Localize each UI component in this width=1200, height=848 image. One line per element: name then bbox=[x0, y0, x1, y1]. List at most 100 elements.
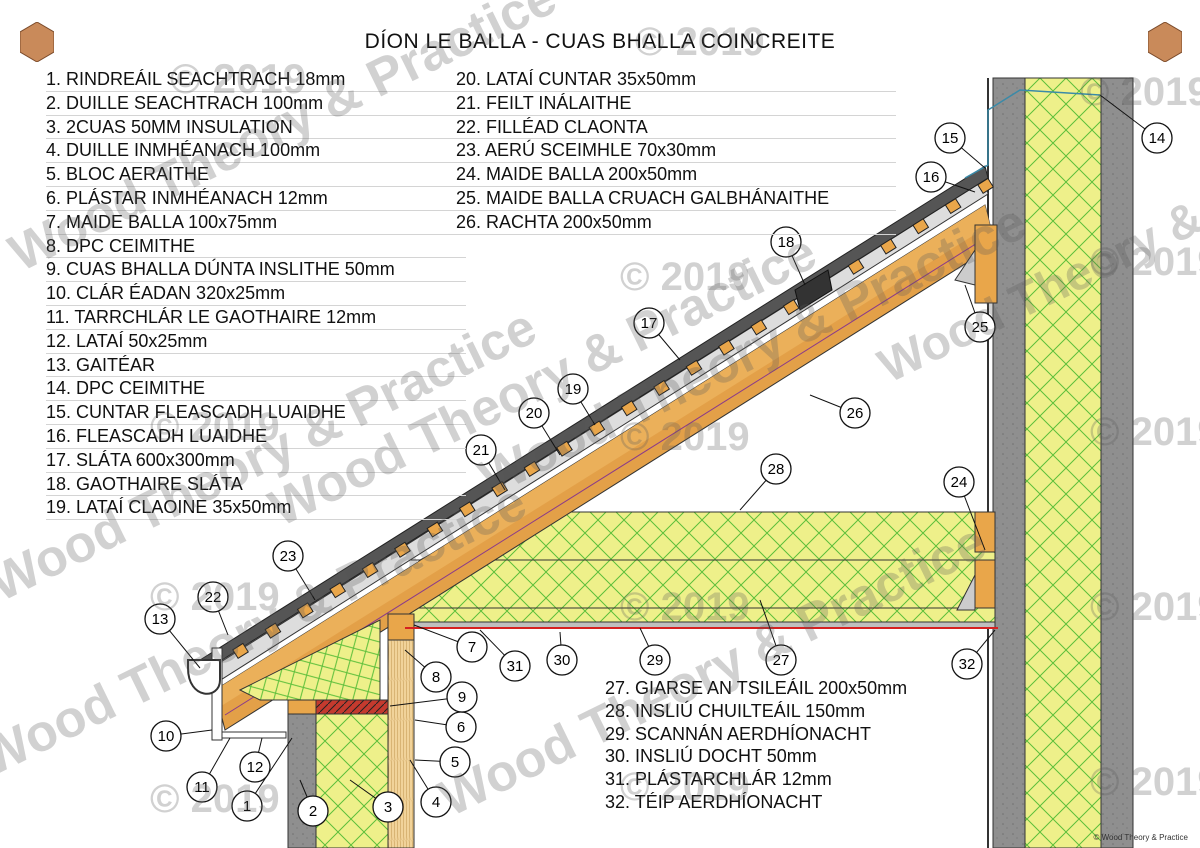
legend-item: 31. PLÁSTARCHLÁR 12mm bbox=[605, 769, 832, 790]
legend-item: 32. TÉIP AERDHÍONACHT bbox=[605, 791, 823, 812]
masonry-wall-right bbox=[987, 77, 1134, 848]
legend-item: 9. CUAS BHALLA DÚNTA INSLITHE 50mm bbox=[46, 258, 466, 283]
callout-number: 24 bbox=[951, 474, 968, 491]
callout-circle bbox=[546, 644, 578, 676]
callout-number: 32 bbox=[959, 656, 976, 673]
callout-circle bbox=[1141, 122, 1173, 154]
callout-circle bbox=[465, 434, 497, 466]
callout-circle bbox=[456, 631, 488, 663]
batten bbox=[361, 561, 379, 579]
callout-circle bbox=[272, 540, 304, 572]
slate-vent bbox=[794, 269, 833, 311]
callout-number: 18 bbox=[778, 234, 795, 251]
callout-circle bbox=[439, 746, 471, 778]
batten bbox=[977, 177, 994, 194]
callout-number: 9 bbox=[458, 689, 466, 706]
callout-circle bbox=[144, 603, 176, 635]
batten bbox=[394, 541, 411, 558]
callout-circle bbox=[951, 648, 983, 680]
batten bbox=[232, 642, 249, 659]
batten bbox=[879, 238, 897, 255]
batten bbox=[782, 299, 800, 316]
batten bbox=[296, 602, 314, 619]
callout-circle bbox=[934, 122, 966, 154]
callout-circle bbox=[915, 161, 947, 193]
callout-circle bbox=[518, 397, 550, 429]
callout-number: 15 bbox=[942, 130, 959, 147]
batten bbox=[685, 359, 703, 376]
callout-number: 31 bbox=[507, 658, 524, 675]
callout-number: 22 bbox=[205, 589, 222, 606]
batten bbox=[556, 440, 573, 457]
legend-item: 25. MAIDE BALLA CRUACH GALBHÁNAITHE bbox=[456, 187, 896, 211]
callout-circle bbox=[760, 453, 792, 485]
callout-number: 7 bbox=[468, 639, 476, 656]
fascia-gutter bbox=[187, 647, 287, 741]
callout-number: 20 bbox=[526, 405, 543, 422]
callout-circle bbox=[765, 644, 797, 676]
callout-circle bbox=[197, 581, 229, 613]
callout-circle bbox=[639, 644, 671, 676]
callout-number: 4 bbox=[432, 794, 440, 811]
callout-circle bbox=[557, 373, 589, 405]
legend-item: 20. LATAÍ CUNTAR 35x50mm bbox=[456, 68, 896, 92]
batten bbox=[426, 521, 444, 538]
legend-item: 2. DUILLE SEACHTRACH 100mm bbox=[46, 92, 466, 116]
callout-number: 1 bbox=[243, 798, 251, 815]
legend-item: 7. MAIDE BALLA 100x75mm bbox=[46, 211, 466, 235]
legend-item: 27. GIARSE AN TSILEÁIL 200x50mm bbox=[605, 678, 908, 698]
batten bbox=[912, 218, 930, 235]
callout-number: 16 bbox=[923, 169, 940, 186]
legend-item: 23. AERÚ SCEIMHLE 70x30mm bbox=[456, 139, 896, 164]
legend-item: 17. SLÁTA 600x300mm bbox=[46, 449, 466, 473]
legend-item: 3. 2CUAS 50MM INSULATION bbox=[46, 116, 466, 140]
callout-circle bbox=[420, 786, 452, 818]
callout-number: 25 bbox=[972, 319, 989, 336]
brand-logo-left bbox=[19, 21, 55, 63]
callout-number: 29 bbox=[647, 652, 664, 669]
copyright-note: © Wood Theory & Practice bbox=[1093, 833, 1188, 842]
legend-item: 1. RINDREÁIL SEACHTRACH 18mm bbox=[46, 68, 466, 92]
callout-number: 2 bbox=[309, 803, 317, 820]
lead-flashing bbox=[964, 89, 1101, 179]
callout-circle bbox=[943, 466, 975, 498]
callout-circle bbox=[499, 650, 531, 682]
callout-circle bbox=[297, 795, 329, 827]
batten bbox=[458, 501, 476, 518]
callout-circle bbox=[372, 791, 404, 823]
legend-item: 10. CLÁR ÉADAN 320x25mm bbox=[46, 282, 466, 306]
legend-item: 4. DUILLE INMHÉANACH 100mm bbox=[46, 139, 466, 164]
legend-item: 22. FILLÉAD CLAONTA bbox=[456, 116, 896, 140]
legend-item: 15. CUNTAR FLEASCADH LUAIDHE bbox=[46, 401, 466, 425]
callout-circle bbox=[239, 751, 271, 783]
legend-item: 12. LATAÍ 50x25mm bbox=[46, 330, 466, 354]
legend-item: 11. TARRCHLÁR LE GAOTHAIRE 12mm bbox=[46, 306, 466, 330]
batten bbox=[264, 622, 282, 639]
callout-number: 3 bbox=[384, 799, 392, 816]
batten bbox=[944, 197, 962, 215]
callout-circle bbox=[964, 311, 996, 343]
callout-number: 21 bbox=[473, 442, 490, 459]
callout-circle bbox=[633, 307, 665, 339]
callout-number: 30 bbox=[554, 652, 571, 669]
legend-item: 5. BLOC AERAITHE bbox=[46, 163, 466, 187]
legend-item: 19. LATAÍ CLAOINE 35x50mm bbox=[46, 496, 466, 521]
brand-logo-right bbox=[1147, 21, 1183, 63]
batten bbox=[847, 258, 865, 275]
batten bbox=[717, 339, 735, 356]
callout-number: 28 bbox=[768, 461, 785, 478]
callout-number: 17 bbox=[641, 315, 658, 332]
callout-circle bbox=[186, 771, 218, 803]
legend-item: 30. INSLIÚ DOCHT 50mm bbox=[605, 746, 817, 767]
legend-item: 8. DPC CEIMITHE bbox=[46, 235, 466, 259]
legend-item: 21. FEILT INÁLAITHE bbox=[456, 92, 896, 116]
batten bbox=[653, 379, 671, 397]
legend-item: 13. GAITÉAR bbox=[46, 354, 466, 378]
callout-number: 5 bbox=[451, 754, 459, 771]
callout-circle bbox=[150, 720, 182, 752]
batten bbox=[620, 400, 638, 417]
